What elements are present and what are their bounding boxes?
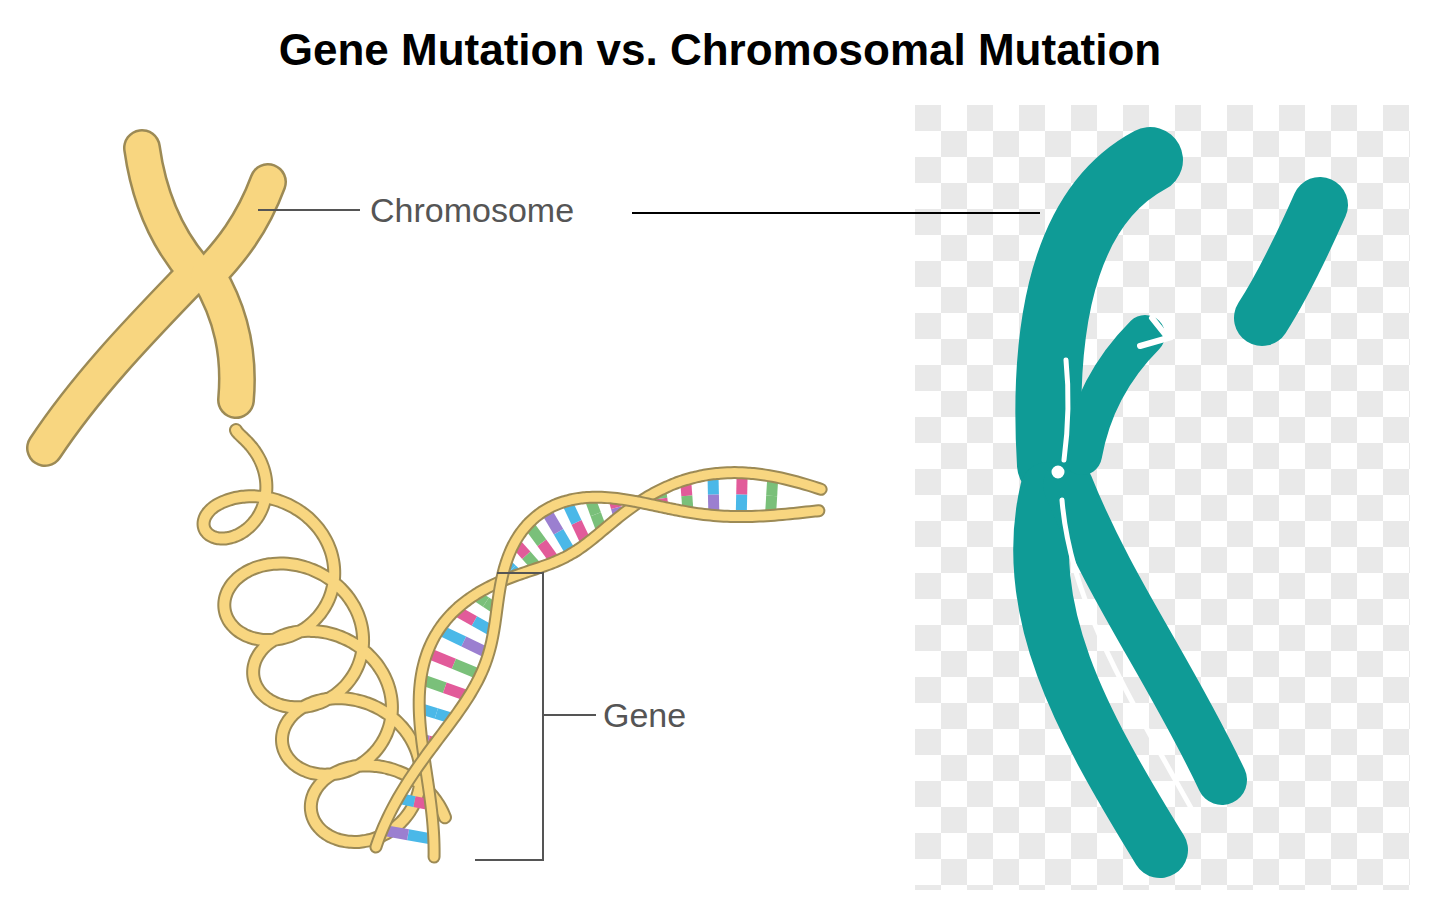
arm-outline xyxy=(142,148,196,272)
centromere-dot xyxy=(1054,468,1062,476)
strand-outline xyxy=(376,497,819,847)
chromatid-gaps xyxy=(1054,318,1195,815)
broken-fragment xyxy=(1262,205,1320,318)
arm xyxy=(208,182,268,275)
diagram-title: Gene Mutation vs. Chromosomal Mutation xyxy=(279,25,1162,75)
dna-strand xyxy=(376,497,819,847)
break-notch xyxy=(1140,318,1168,346)
upper-chromatid-stub xyxy=(1082,335,1145,455)
part-label: Gene xyxy=(603,696,686,735)
double-helix xyxy=(376,473,821,857)
gene-bracket xyxy=(475,573,543,860)
arm xyxy=(45,272,196,448)
arm-outline xyxy=(208,275,237,400)
arm xyxy=(208,275,237,400)
gap-line xyxy=(1062,500,1195,815)
leader-line xyxy=(258,209,360,211)
arm xyxy=(142,148,196,272)
leader-lines xyxy=(258,210,1040,860)
leader-line xyxy=(543,714,596,716)
mutated-chromosome xyxy=(1041,160,1320,850)
upper-arm xyxy=(1048,160,1150,465)
gap-line xyxy=(1064,360,1068,460)
arm-outline xyxy=(45,272,196,448)
part-label: Chromosome xyxy=(370,191,574,230)
checker-background xyxy=(915,105,1410,890)
leader-line xyxy=(632,212,1040,214)
chromosome-x xyxy=(45,148,268,448)
lower-chromatid xyxy=(1068,485,1222,780)
arm-outline xyxy=(208,182,268,275)
